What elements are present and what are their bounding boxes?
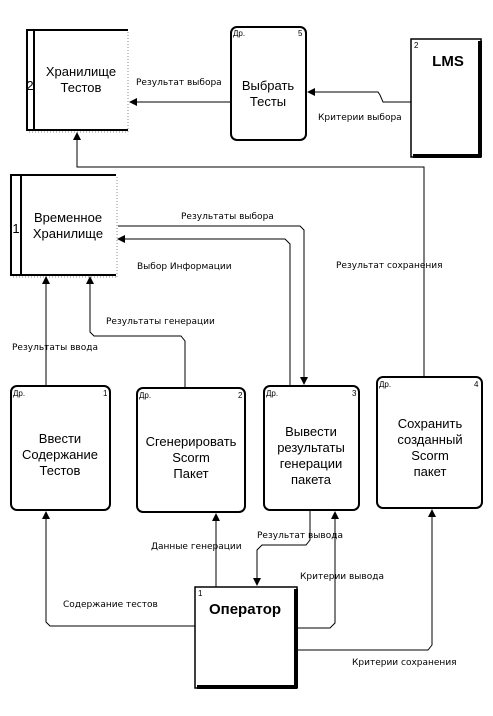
process-tag: Др.: [233, 29, 245, 38]
process-label: Сохранить: [398, 416, 463, 431]
process-input-tests[interactable]: Др. 1 Ввести Содержание Тестов: [10, 385, 111, 511]
store-label: Хранилище: [33, 226, 103, 241]
process-label: созданный: [397, 432, 462, 447]
flow-label: Результат выбора: [136, 78, 222, 88]
process-label: Тесты: [250, 94, 286, 109]
process-label: генерации: [280, 456, 343, 471]
flow-label: Критерии вывода: [300, 572, 384, 582]
flow-label: Результат сохранения: [336, 261, 443, 271]
flow-label: Результаты генерации: [106, 317, 215, 327]
flow-label: Выбор Информации: [137, 262, 232, 272]
data-store-temp[interactable]: 1 Временное Хранилище: [10, 174, 118, 278]
process-label: Выбрать: [242, 78, 295, 93]
flow-output-to-operator: [253, 510, 311, 586]
process-label: Вывести: [285, 424, 337, 439]
process-label: Scorm: [411, 448, 449, 463]
flow-lms-to-select: [307, 88, 411, 103]
process-label: Пакет: [173, 466, 208, 481]
flow-label: Критерии сохранения: [352, 658, 457, 668]
process-label: пакета: [291, 472, 332, 487]
flow-operator-to-output: [298, 511, 339, 629]
process-tag: Др.: [379, 380, 391, 389]
process-generate-scorm[interactable]: Др. 2 Сгенерировать Scorm Пакет: [136, 387, 246, 513]
entity-operator[interactable]: 1 Оператор: [194, 586, 298, 689]
process-tag: Др.: [139, 391, 151, 400]
process-tag: Др.: [13, 389, 25, 398]
data-store-tests[interactable]: 2 Хранилище Тестов: [26, 29, 129, 133]
store-label: Хранилище: [46, 64, 116, 79]
store-number: 2: [26, 78, 33, 93]
process-number: 3: [352, 389, 357, 398]
store-number: 1: [12, 221, 19, 236]
process-number: 2: [238, 391, 243, 400]
flow-label: Результаты ввода: [12, 343, 98, 353]
entity-number: 1: [198, 589, 203, 598]
flow-output-to-temp: [117, 235, 291, 386]
process-label: Содержание: [22, 447, 98, 462]
entity-label: Оператор: [209, 601, 281, 618]
process-label: Тестов: [40, 463, 81, 478]
process-number: 4: [474, 380, 479, 389]
flow-temp-to-output: [118, 225, 308, 385]
process-label: Scorm: [172, 450, 210, 465]
entity-lms[interactable]: 2 LMS: [410, 38, 482, 158]
entity-number: 2: [414, 41, 419, 50]
process-label: Ввести: [39, 431, 81, 446]
process-select-tests[interactable]: Др. 5 Выбрать Тесты: [230, 26, 307, 141]
process-number: 1: [103, 389, 108, 398]
process-label: результаты: [277, 440, 345, 455]
flow-label: Критерии выбора: [318, 113, 402, 123]
flow-save-to-tests: [73, 132, 425, 377]
process-save-scorm[interactable]: Др. 4 Сохранить созданный Scorm пакет: [376, 376, 483, 509]
flow-label: Данные генерации: [151, 542, 242, 552]
process-tag: Др.: [266, 389, 278, 398]
process-label: Сгенерировать: [146, 434, 237, 449]
process-output-results[interactable]: Др. 3 Вывести результаты генерации пакет…: [263, 385, 360, 511]
flow-operator-to-input: [42, 511, 195, 627]
process-label: пакет: [414, 464, 447, 479]
flow-generate-to-temp: [86, 276, 186, 388]
store-label: Временное: [34, 210, 102, 225]
entity-label: LMS: [432, 53, 464, 70]
flow-operator-to-save: [298, 509, 436, 651]
process-number: 5: [298, 29, 303, 38]
flow-label: Результаты выбора: [181, 212, 274, 222]
flow-label: Результат вывода: [257, 531, 343, 541]
flow-label: Содержание тестов: [63, 600, 158, 610]
store-label: Тестов: [61, 80, 102, 95]
